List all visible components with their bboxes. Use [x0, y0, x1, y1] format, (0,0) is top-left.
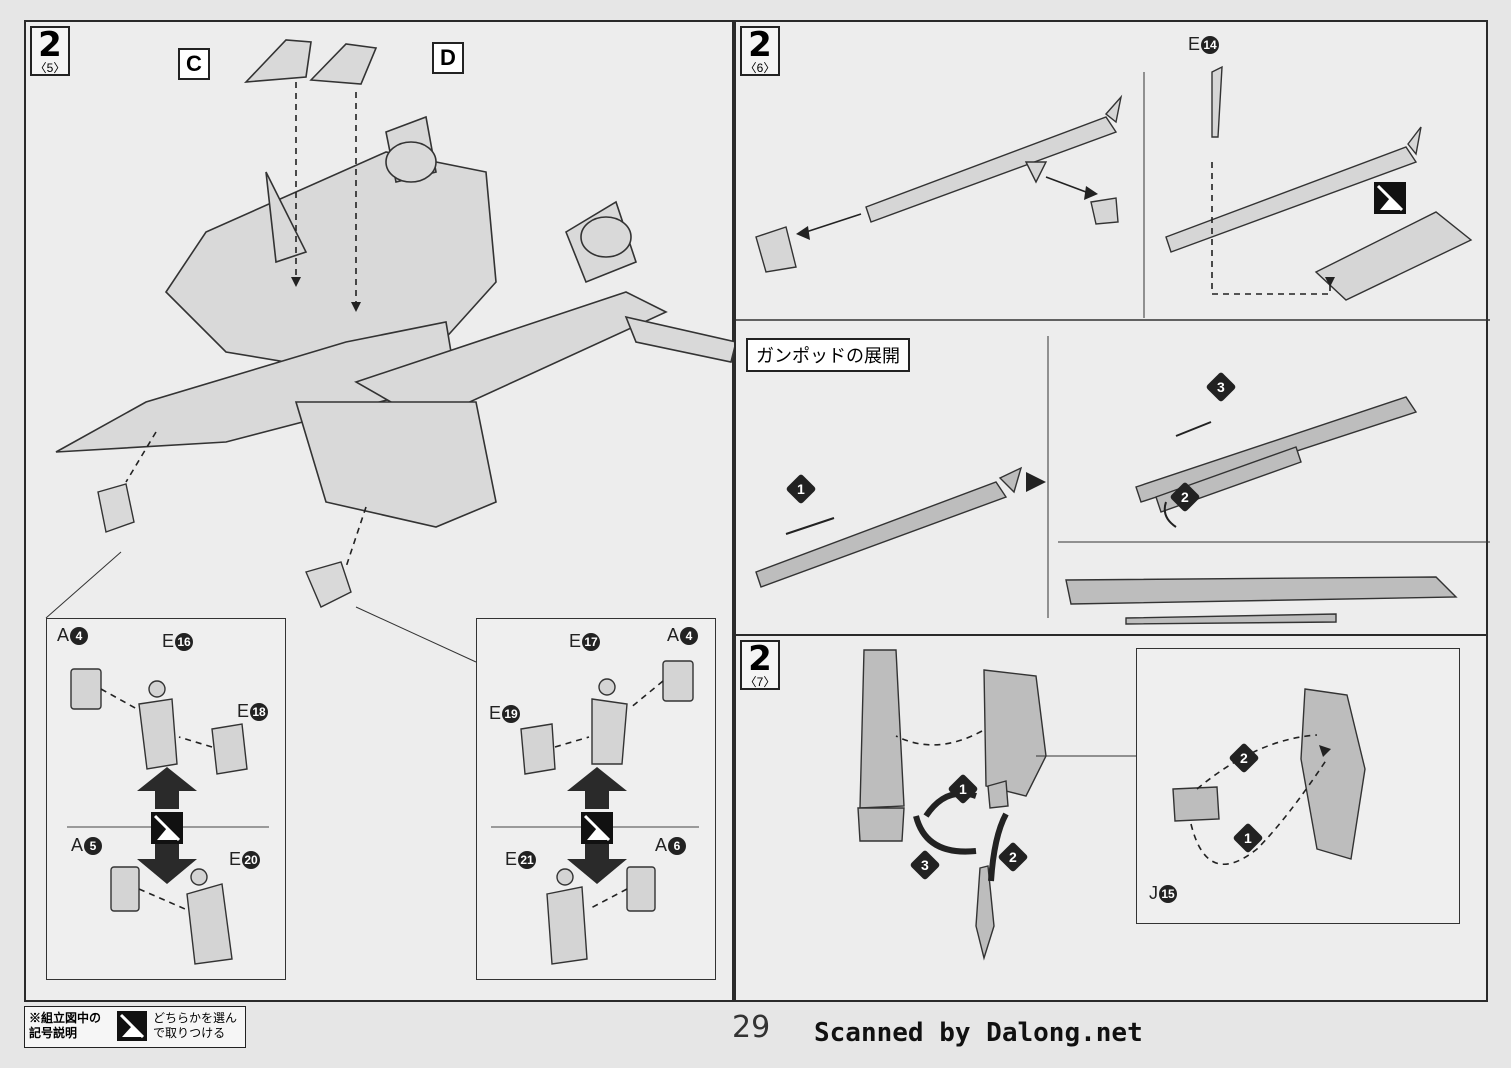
part-letter: A [57, 625, 70, 645]
part-number: 20 [242, 851, 261, 870]
choose-one-icon [117, 1011, 147, 1041]
part-number: 5 [84, 837, 103, 856]
scan-credit: Scanned by Dalong.net [814, 1018, 1143, 1048]
step-sub: 〈6〉 [744, 61, 776, 75]
part-number: 14 [1201, 36, 1220, 55]
part-number: 4 [70, 627, 89, 646]
step-panel-7: 2 〈7〉 1 2 3 [734, 634, 1488, 1002]
step-number: 2 [38, 25, 62, 65]
part-letter: A [655, 835, 668, 855]
arm-knife-diagram [857, 649, 1047, 961]
fighter-illustration [45, 39, 737, 663]
step-number: 2 [748, 25, 772, 65]
step-sub: 〈5〉 [34, 61, 66, 75]
part-number: 6 [668, 837, 687, 856]
callout-line [1036, 755, 1136, 757]
part-d-label: D [432, 42, 464, 74]
choose-one-icon [151, 812, 183, 844]
part-number: 15 [1159, 885, 1177, 904]
step-label-5: 2 〈5〉 [30, 26, 70, 76]
part-number: 17 [582, 633, 601, 652]
part-letter: A [71, 835, 84, 855]
choose-one-icon [1374, 182, 1406, 214]
part-number: 4 [680, 627, 699, 646]
legend-label: ※組立図中の記号説明 [29, 1011, 102, 1040]
step-label-6: 2 〈6〉 [740, 26, 780, 76]
gunpod-deploy-diagram [755, 336, 1490, 625]
legend-icon-text: どちらかを選んで取りつける [153, 1011, 238, 1040]
part-letter: E [505, 849, 518, 869]
gunpod-assembly-diagram [736, 65, 1490, 321]
symbol-legend: ※組立図中の記号説明 どちらかを選んで取りつける [24, 1006, 246, 1048]
part-number: 16 [175, 633, 194, 652]
part-letter: A [667, 625, 680, 645]
step-number: 2 [748, 639, 772, 679]
step-sub: 〈7〉 [744, 675, 776, 689]
part-letter: E [237, 701, 250, 721]
part-letter: E [489, 703, 502, 723]
choose-one-icon [581, 812, 613, 844]
part-letter: E [162, 631, 175, 651]
part-letter: E [229, 849, 242, 869]
part-number: 18 [250, 703, 269, 722]
part-number: 21 [518, 851, 537, 870]
part-c-label: C [178, 48, 210, 80]
step-label-7: 2 〈7〉 [740, 640, 780, 690]
right-hand-diagram [491, 660, 699, 965]
part-letter: J [1149, 883, 1158, 903]
sleeve-detail-diagram [1172, 688, 1366, 866]
gunpod-deploy-title: ガンポッドの展開 [746, 338, 910, 372]
part-number: 19 [502, 705, 521, 724]
part-letter: E [1188, 34, 1201, 54]
step-panel-5: 2 〈5〉 C D [24, 20, 737, 1002]
part-letter: E [569, 631, 582, 651]
left-hand-diagram [67, 668, 269, 965]
page-number: 29 [732, 1010, 771, 1045]
